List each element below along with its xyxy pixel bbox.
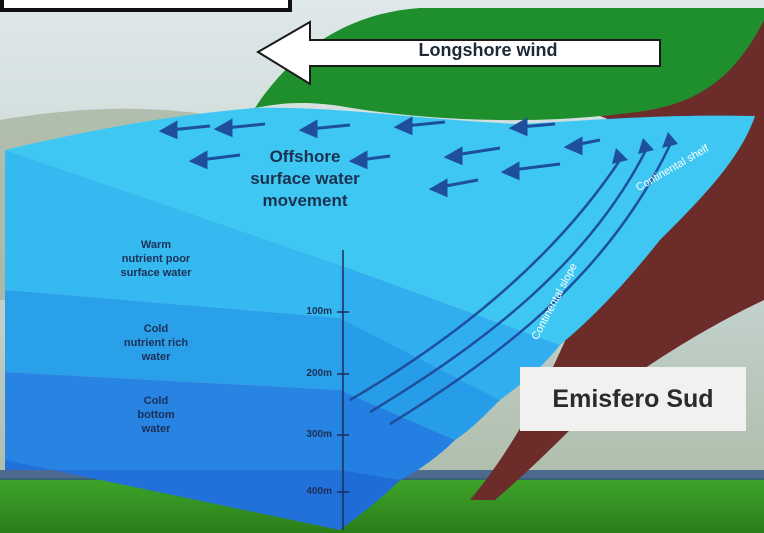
offshore-line-2: surface water: [250, 169, 360, 188]
hemisphere-badge-text: Emisfero Sud: [552, 384, 714, 413]
upwelling-arrowhead-2: [638, 138, 654, 154]
warm-layer-line-3: surface water: [120, 267, 192, 279]
cold-rich-layer: [5, 290, 340, 390]
upwelling-arrowhead-3: [662, 132, 678, 148]
depth-label-200: 200m: [306, 368, 332, 379]
cold-bottom-layer: [5, 372, 340, 470]
warm-surface-layer: [5, 150, 340, 318]
cold-rich-line-3: water: [141, 351, 171, 363]
side-face-surface: [340, 265, 560, 400]
cold-rich-layer-label: Cold nutrient rich water: [100, 322, 212, 364]
warm-layer-line-1: Warm: [140, 239, 172, 251]
side-face-bottom: [340, 390, 455, 480]
side-face-middle: [340, 318, 500, 440]
longshore-wind-arrow: [256, 20, 661, 86]
depth-label-100: 100m: [306, 306, 332, 317]
side-face-deep: [340, 470, 400, 530]
depth-label-300: 300m: [306, 429, 332, 440]
cold-bottom-line-1: Cold: [143, 395, 169, 407]
depth-label-400: 400m: [306, 486, 332, 497]
cold-bottom-line-2: bottom: [137, 409, 175, 421]
title-box-fragment: [0, 0, 292, 12]
cold-bottom-line-3: water: [141, 423, 171, 435]
cold-bottom-layer-label: Cold bottom water: [100, 394, 212, 436]
warm-layer-line-2: nutrient poor: [121, 253, 191, 265]
hemisphere-badge: Emisfero Sud: [520, 367, 746, 431]
offshore-movement-label: Offshore surface water movement: [210, 146, 400, 212]
warm-layer-label: Warm nutrient poor surface water: [100, 238, 212, 280]
offshore-arrows: [158, 116, 601, 198]
cold-rich-line-1: Cold: [143, 323, 169, 335]
upwelling-arrow-3: [389, 144, 672, 426]
upwelling-arrow-1: [349, 159, 622, 402]
upwelling-arrows: [349, 144, 672, 426]
upwelling-arrowheads: [612, 132, 678, 164]
upwelling-arrow-2: [369, 149, 648, 414]
upwelling-arrowhead-1: [612, 148, 628, 164]
water-surface: [5, 107, 755, 346]
deep-layer: [5, 460, 340, 530]
longshore-wind-label: Longshore wind: [418, 40, 558, 60]
cold-rich-line-2: nutrient rich: [123, 337, 189, 349]
offshore-line-1: Offshore: [269, 147, 341, 166]
offshore-line-3: movement: [262, 191, 348, 210]
